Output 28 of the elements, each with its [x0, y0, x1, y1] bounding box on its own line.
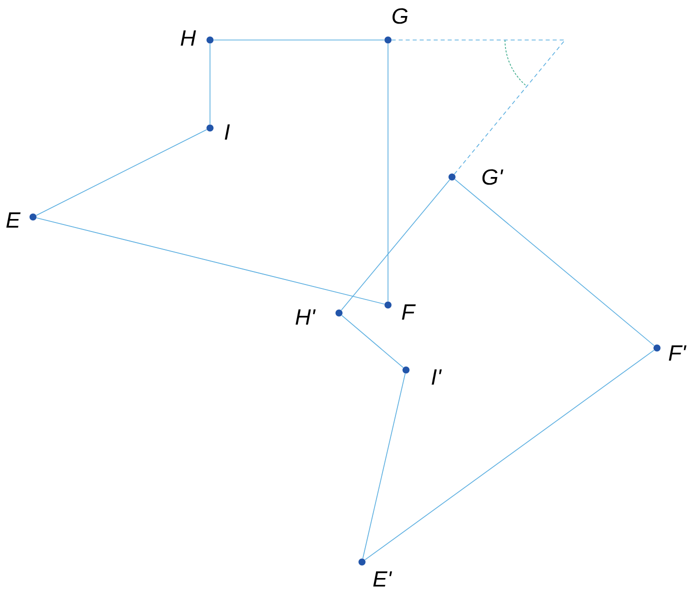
node-label: F' [668, 345, 686, 361]
node-label: G [392, 8, 408, 24]
line-segment [364, 350, 654, 560]
node-label: E' [373, 571, 392, 587]
labeled-point: E' [358, 558, 392, 587]
labeled-point: G [384, 8, 408, 44]
labeled-point: I [206, 124, 230, 140]
labeled-point: E [6, 212, 36, 228]
labeled-point: G' [448, 169, 504, 185]
node-label: G' [482, 169, 504, 185]
line-segment [36, 217, 385, 304]
line-segment [341, 315, 404, 368]
node-label: I [224, 124, 230, 140]
node-label: F [402, 304, 416, 320]
line-segment [340, 179, 450, 311]
dashed-line [454, 40, 566, 175]
labeled-point: H' [296, 309, 342, 325]
line-segment [36, 129, 208, 216]
node-label: H' [296, 309, 316, 325]
line-segment [454, 178, 655, 346]
labeled-point: I' [402, 366, 442, 385]
line-segment [362, 373, 406, 559]
node-label: H [180, 30, 196, 46]
labeled-point: F [384, 302, 416, 320]
node-label: E [6, 212, 21, 228]
labeled-point: H [180, 30, 214, 46]
labeled-point: F' [654, 344, 686, 361]
node-label: I' [432, 369, 442, 385]
